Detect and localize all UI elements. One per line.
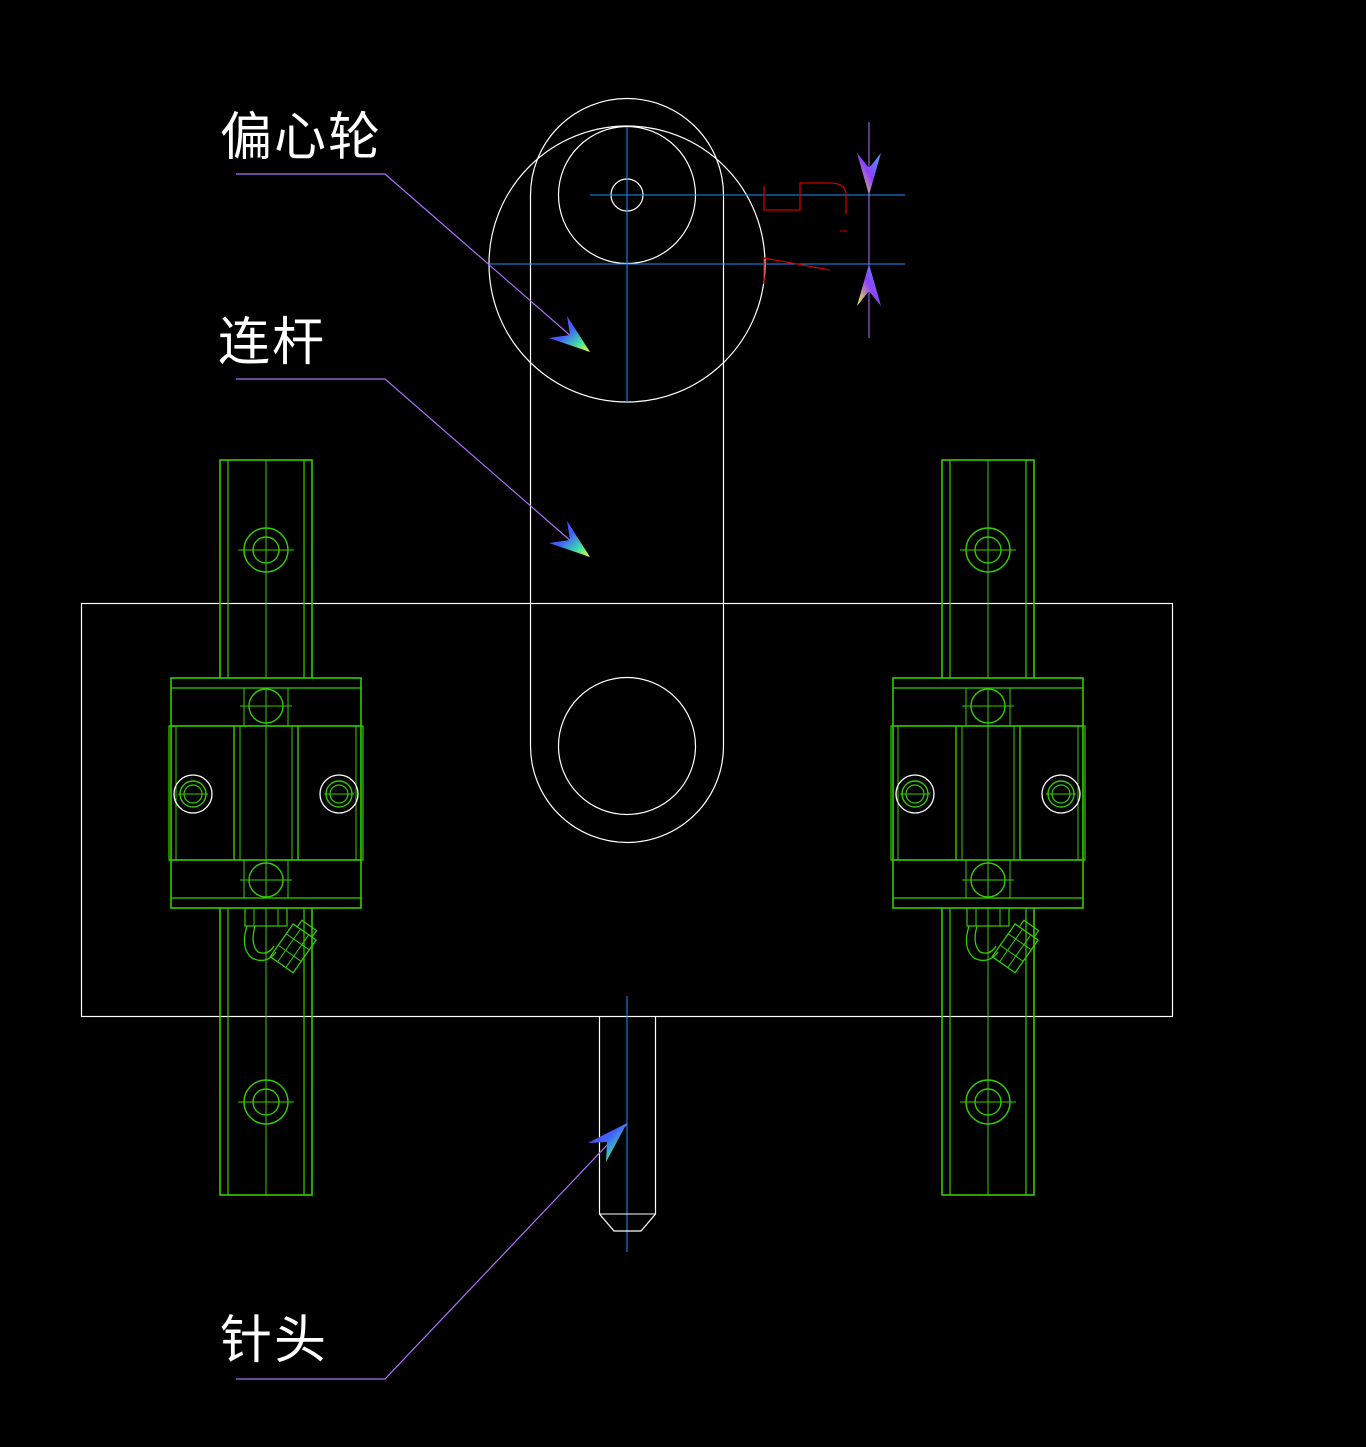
left-linear-guide bbox=[168, 459, 364, 1196]
label-eccentric-wheel: 偏心轮 bbox=[220, 108, 382, 168]
label-connecting-rod: 连杆 bbox=[218, 313, 326, 373]
needle-head-outline bbox=[598, 1016, 657, 1232]
leader-lines bbox=[236, 173, 628, 1380]
rod-lower-hole bbox=[557, 676, 697, 816]
eccentricity-dimension bbox=[763, 122, 881, 338]
leader-arrow-rod bbox=[549, 521, 590, 557]
leader-arrow-eccentric bbox=[549, 316, 590, 352]
label-needle-head: 针头 bbox=[220, 1311, 328, 1371]
center-lines bbox=[489, 127, 905, 1252]
dimension-arrow-bottom bbox=[857, 264, 881, 306]
leader-arrow-needle bbox=[588, 1123, 627, 1162]
connecting-rod-outline bbox=[529, 97, 725, 844]
right-linear-guide bbox=[890, 459, 1086, 1196]
dimension-arrow-top bbox=[857, 153, 881, 195]
